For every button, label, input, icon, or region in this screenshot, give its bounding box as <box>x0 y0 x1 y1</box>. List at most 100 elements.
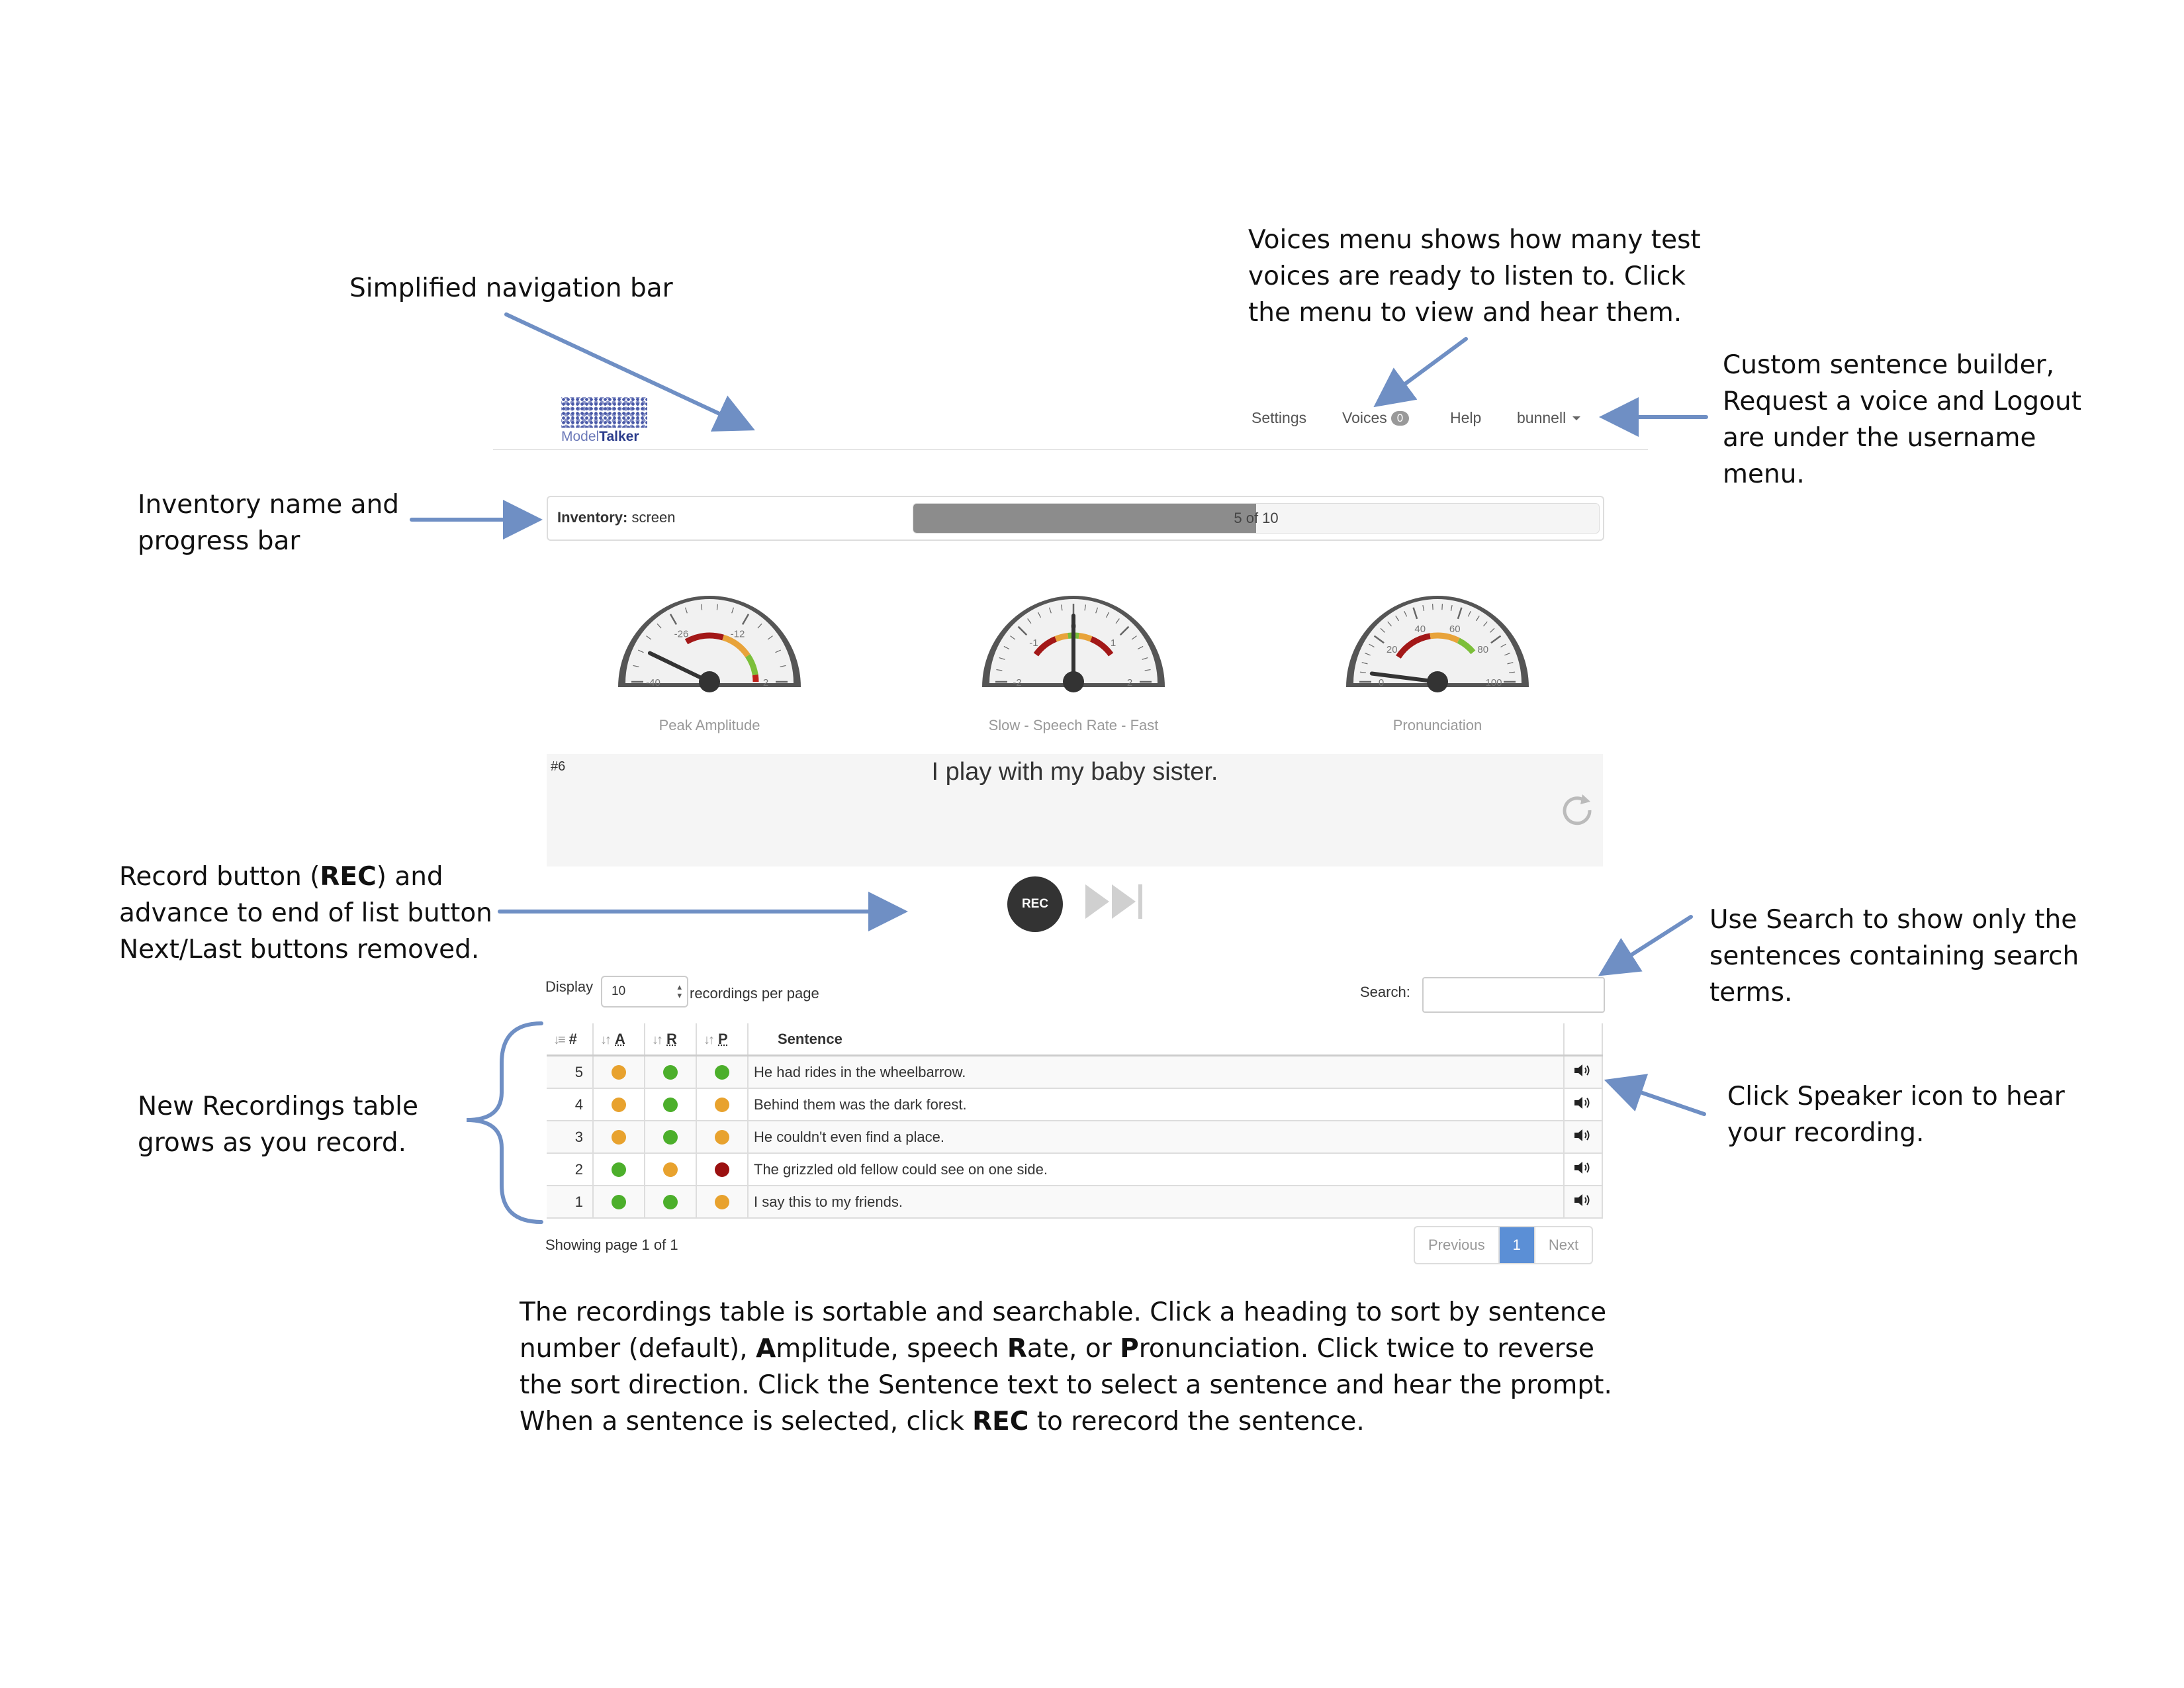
annotation-line: Custom sentence builder, <box>1723 350 2055 380</box>
speaker-icon[interactable] <box>1573 1096 1593 1110</box>
annotation-bold: REC <box>320 862 377 892</box>
gauge-hub <box>1427 671 1448 692</box>
search-input[interactable] <box>1422 977 1605 1013</box>
gauge-tick <box>741 614 750 626</box>
gauge-tick-label: -2 <box>1013 677 1021 688</box>
gauge-tick-label: 2 <box>1127 677 1132 688</box>
gauge-tick-label: -26 <box>674 628 689 639</box>
speaker-icon[interactable] <box>1573 1063 1593 1078</box>
arrow <box>1604 1074 1706 1116</box>
chevron-down-icon <box>1572 416 1581 420</box>
speaker-icon[interactable] <box>1573 1128 1593 1143</box>
gauge-tick <box>1137 645 1144 650</box>
status-dot-icon <box>663 1097 678 1112</box>
gauge-tick <box>1441 604 1443 610</box>
score-cell-r <box>645 1121 697 1154</box>
logo-text-talker: Talker <box>599 429 639 444</box>
previous-button[interactable]: Previous <box>1415 1227 1500 1263</box>
nav-help[interactable]: Help <box>1450 409 1482 426</box>
header-label: # <box>569 1030 577 1047</box>
sort-pronunciation-header[interactable]: ↓↑P <box>696 1023 749 1056</box>
sort-number-header[interactable]: ↓≡# <box>547 1023 594 1056</box>
rec-button[interactable]: REC <box>1007 876 1063 932</box>
gauge-tick <box>1450 604 1453 612</box>
annotation-text: When a sentence is selected, click <box>520 1407 973 1436</box>
sort-sentence-header[interactable]: Sentence <box>748 1023 1565 1056</box>
modeltalker-logo[interactable]: ModelTalker <box>561 397 647 447</box>
gauge-needle <box>647 651 711 684</box>
sentence-cell[interactable]: He couldn't even find a place. <box>748 1121 1565 1154</box>
gauge-tick <box>1483 621 1488 627</box>
speaker-icon[interactable] <box>1573 1160 1593 1175</box>
annotation-text: Record button ( <box>119 862 320 892</box>
gauge-tick <box>1037 612 1042 618</box>
gauge-zone <box>1033 636 1058 657</box>
annotation-line: Voices menu shows how many test <box>1248 225 1701 255</box>
annotation-text: ronunciation. Click twice to reverse <box>1138 1334 1594 1364</box>
gauge-tick <box>1144 669 1151 671</box>
annotation-line: your recording. <box>1727 1118 1925 1148</box>
gauge-tick <box>1003 645 1010 650</box>
status-dot-icon <box>663 1162 678 1177</box>
annotation-text: ate, or <box>1026 1334 1120 1364</box>
arrow <box>1598 915 1693 976</box>
gauge-tick <box>1404 610 1408 617</box>
gauge-tick <box>1490 628 1495 633</box>
row-number: 4 <box>547 1088 594 1121</box>
sort-icon: ↓↑ <box>652 1032 663 1047</box>
annotation-line: When a sentence is selected, click REC t… <box>520 1403 1612 1440</box>
inventory-label-key: Inventory: <box>557 509 628 526</box>
sentence-cell[interactable]: The grizzled old fellow could see on one… <box>748 1153 1565 1186</box>
score-cell-r <box>645 1153 697 1186</box>
gauge-tick <box>1048 607 1052 614</box>
inventory-progress-bar: 5 of 10 <box>913 503 1600 534</box>
status-dot-icon <box>715 1064 729 1080</box>
speaker-cell <box>1564 1153 1603 1186</box>
sentence-cell[interactable]: He had rides in the wheelbarrow. <box>748 1055 1565 1089</box>
gauge-tick <box>1412 607 1418 620</box>
nav-settings[interactable]: Settings <box>1251 409 1307 426</box>
sort-amplitude-header[interactable]: ↓↑A <box>593 1023 645 1056</box>
pagination: Previous 1 Next <box>1414 1226 1594 1264</box>
gauge-zone <box>1430 632 1460 643</box>
per-page-label: recordings per page <box>690 985 819 1002</box>
page-size-select[interactable]: 10 ▴▾ <box>601 976 688 1008</box>
logo-graphic <box>561 397 647 428</box>
gauge-tick <box>1142 657 1148 660</box>
row-number: 2 <box>547 1153 594 1186</box>
display-label: Display <box>545 978 594 995</box>
page-1-button[interactable]: 1 <box>1499 1227 1535 1263</box>
annotation-search: Use Search to show only the sentences co… <box>1709 902 2079 1011</box>
annotation-text: ) and <box>376 862 443 892</box>
gauge-tick <box>1509 671 1516 673</box>
score-cell-a <box>593 1153 645 1186</box>
status-dot-icon <box>612 1162 626 1177</box>
nav-user-menu[interactable]: bunnell <box>1517 409 1581 427</box>
status-dot-icon <box>612 1064 626 1080</box>
sentence-cell[interactable]: Behind them was the dark forest. <box>748 1088 1565 1121</box>
progress-text: 5 of 10 <box>1234 510 1279 526</box>
gauge-tick <box>731 607 735 614</box>
speaker-cell <box>1564 1186 1603 1219</box>
sentence-cell[interactable]: I say this to my friends. <box>748 1186 1565 1219</box>
speaker-icon[interactable] <box>1573 1193 1593 1207</box>
status-dot-icon <box>612 1097 626 1112</box>
annotation-line: menu. <box>1723 459 1805 489</box>
logo-text-model: Model <box>561 429 600 444</box>
gauge-label: Pronunciation <box>1392 717 1482 733</box>
gauge-label: Slow - Speech Rate - Fast <box>988 717 1159 733</box>
next-button[interactable]: Next <box>1548 1237 1579 1253</box>
replay-icon[interactable] <box>1557 790 1599 833</box>
status-dot-icon <box>612 1194 626 1209</box>
score-cell-a <box>593 1121 645 1154</box>
gauge-tick <box>757 623 762 629</box>
gauge-zone <box>1054 633 1069 642</box>
annotation-line: are under the username <box>1723 423 2036 453</box>
inventory-name: screen <box>631 509 676 526</box>
skip-to-end-icon[interactable] <box>1083 880 1152 923</box>
gauge-tick <box>637 649 644 653</box>
score-cell-r <box>645 1055 697 1089</box>
gauge-tick-label: -12 <box>731 628 745 639</box>
sort-rate-header[interactable]: ↓↑R <box>645 1023 697 1056</box>
